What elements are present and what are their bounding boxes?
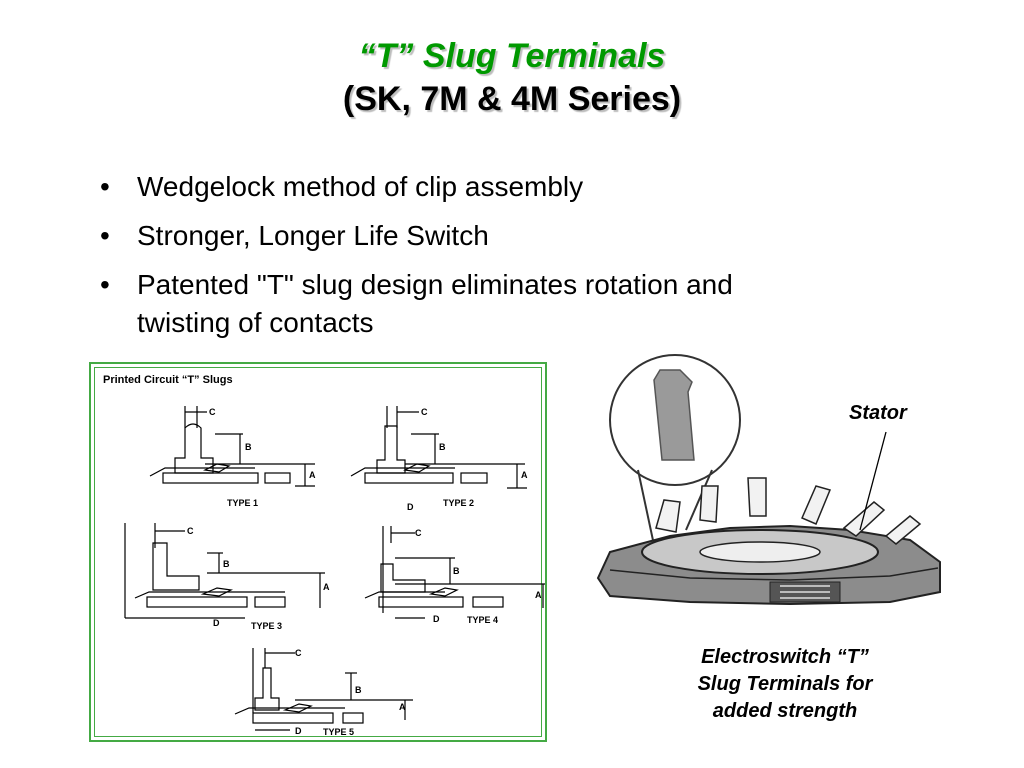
svg-text:A: A <box>521 470 528 480</box>
svg-text:C: C <box>295 648 302 658</box>
svg-text:B: B <box>439 442 446 452</box>
svg-text:TYPE 4: TYPE 4 <box>467 615 498 625</box>
slug-drawings: C B A C B A D C B A D C B A D C B A D <box>124 406 545 737</box>
bullet-item: •Wedgelock method of clip assembly <box>100 168 820 206</box>
svg-text:B: B <box>223 559 230 569</box>
svg-text:B: B <box>453 566 460 576</box>
svg-text:C: C <box>415 528 422 538</box>
svg-text:TYPE 2: TYPE 2 <box>443 498 474 508</box>
photo-caption: Electroswitch “T” Slug Terminals for add… <box>697 646 873 722</box>
svg-text:A: A <box>309 470 316 480</box>
svg-text:A: A <box>399 702 406 712</box>
title-line-2: (SK, 7M & 4M Series) <box>342 80 682 118</box>
dimension-labels: C B A C B A D C B A D C B A D C B A D <box>187 407 542 736</box>
type-5-drawing <box>234 648 413 731</box>
svg-text:D: D <box>295 726 302 736</box>
svg-text:C: C <box>187 526 194 536</box>
svg-text:TYPE 5: TYPE 5 <box>323 727 354 737</box>
bullet-dot: • <box>100 171 110 202</box>
figure-heading: Printed Circuit “T” Slugs <box>103 374 233 386</box>
bullet-item: •Stronger, Longer Life Switch <box>100 217 820 255</box>
type-1-drawing <box>149 406 315 487</box>
t-slug-closeup <box>653 369 695 461</box>
type-3-drawing <box>124 523 325 619</box>
svg-text:TYPE 1: TYPE 1 <box>227 498 258 508</box>
switch-body <box>596 477 941 606</box>
stator-label: Stator <box>849 402 907 424</box>
type-2-drawing <box>350 406 527 489</box>
type-4-drawing <box>364 526 545 619</box>
svg-text:D: D <box>213 618 220 628</box>
svg-text:B: B <box>245 442 252 452</box>
svg-text:B: B <box>355 685 362 695</box>
bullet-dot: • <box>100 220 110 251</box>
svg-text:C: C <box>209 407 216 417</box>
slide-title: “T” Slug Terminals (SK, 7M & 4M Series) <box>0 36 1024 122</box>
svg-text:D: D <box>433 614 440 624</box>
bullet-dot: • <box>100 269 110 300</box>
svg-text:A: A <box>323 582 330 592</box>
slug-drawing-figure: Printed Circuit “T” Slugs <box>89 362 547 742</box>
bullet-list: •Wedgelock method of clip assembly •Stro… <box>100 168 820 353</box>
svg-text:A: A <box>535 590 542 600</box>
svg-text:D: D <box>407 502 414 512</box>
stator-callout-line <box>859 431 887 531</box>
figure-inner-frame: Printed Circuit “T” Slugs <box>94 367 545 737</box>
switch-illustration <box>596 354 941 606</box>
svg-text:C: C <box>421 407 428 417</box>
title-line-1: “T” Slug Terminals <box>358 37 666 75</box>
svg-text:TYPE 3: TYPE 3 <box>251 621 282 631</box>
type-labels: TYPE 1 TYPE 2 TYPE 3 TYPE 4 TYPE 5 <box>227 498 498 737</box>
bullet-item: •Patented "T" slug design eliminates rot… <box>100 266 820 342</box>
